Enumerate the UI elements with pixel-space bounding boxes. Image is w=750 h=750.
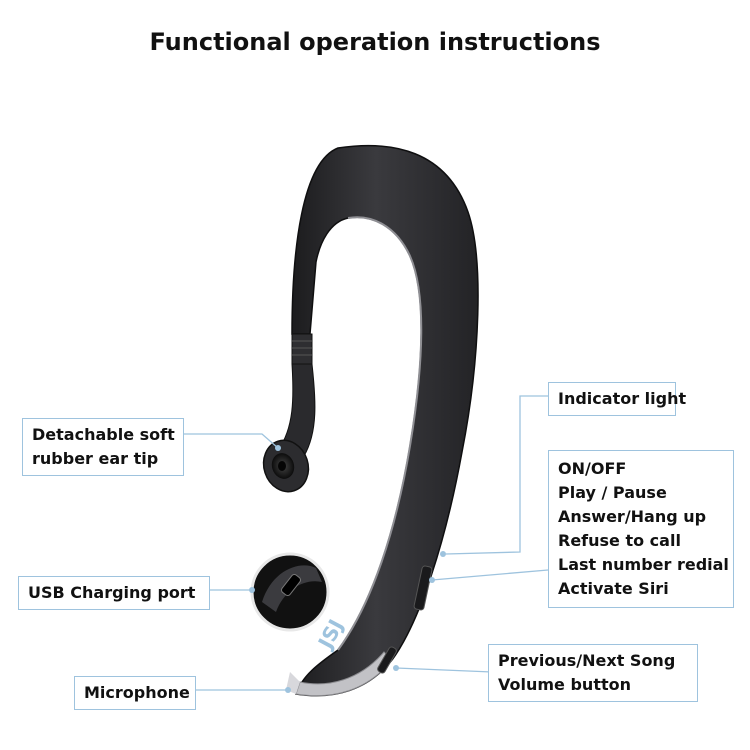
function-answer-hangup: Answer/Hang up [558,507,707,526]
hinge [291,333,313,365]
multifunction-label: ON/OFF Play / Pause Answer/Hang up Refus… [548,450,734,608]
indicator-light-label: Indicator light [548,382,686,416]
usb-port-slot [280,573,302,597]
function-redial: Last number redial [558,555,729,574]
volume-label: Previous/Next Song Volume button [488,644,698,702]
rim-highlight [337,216,423,651]
volume-label-line-2: Volume button [498,675,631,694]
callout-lines [184,395,549,691]
function-play-pause: Play / Pause [558,483,667,502]
function-activate-siri: Activate Siri [558,579,669,598]
function-on-off: ON/OFF [558,459,627,478]
multifunction-button [413,565,433,611]
usb-port-label: USB Charging port [18,576,210,610]
callout-dots [249,445,435,693]
microphone-label: Microphone [74,676,196,710]
volume-label-line-1: Previous/Next Song [498,651,676,670]
ear-tip-label-line-1: Detachable soft [32,425,175,444]
ear-tip-label: Detachable soft rubber ear tip [22,418,184,476]
function-refuse-call: Refuse to call [558,531,681,550]
page-title: Functional operation instructions [149,28,601,56]
indicator-light-dot [440,551,446,557]
ear-tip-label-line-2: rubber ear tip [32,449,159,468]
volume-button [377,646,397,674]
